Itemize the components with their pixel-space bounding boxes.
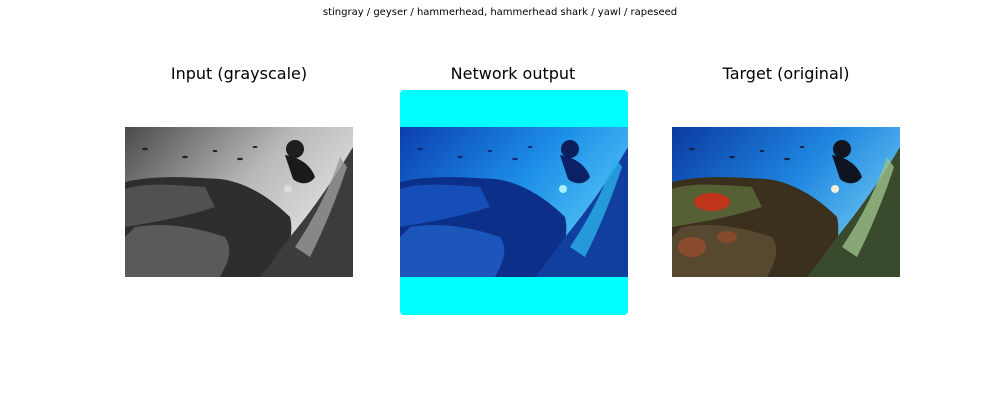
panel-title-target: Target (original) [722,64,850,83]
network-output-image [400,90,628,315]
target-original-image [672,127,900,277]
figure-suptitle: stingray / geyser / hammerhead, hammerhe… [322,7,678,18]
panel-title-output: Network output [450,64,576,83]
input-grayscale-image [125,127,353,277]
panel-title-input: Input (grayscale) [170,64,308,83]
